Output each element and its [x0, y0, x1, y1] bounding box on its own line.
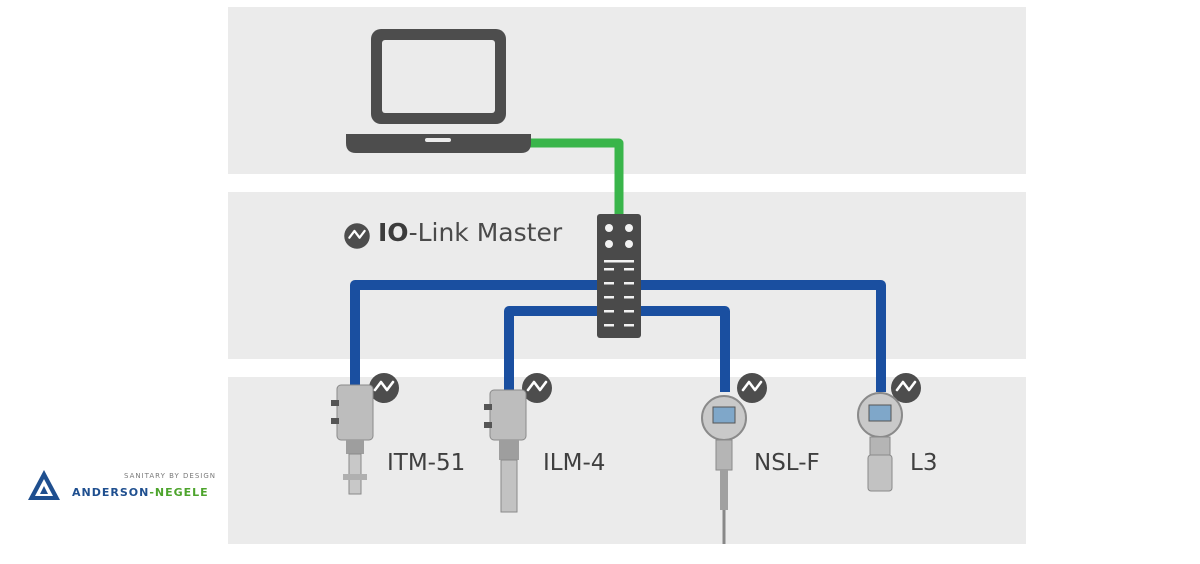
io-link-master-label-rest: -Link Master	[408, 218, 563, 247]
anderson-negele-logo-icon	[28, 470, 60, 500]
logo-brand: ANDERSON-NEGELE	[72, 486, 209, 499]
cable-l3	[638, 280, 886, 392]
io-link-master-label-bold: IO	[378, 218, 409, 247]
device-itm-51-icon	[331, 384, 374, 495]
device-label-ilm-4: ILM-4	[543, 450, 606, 476]
device-label-nsl-f: NSL-F	[754, 450, 820, 476]
device-nsl-f-icon	[701, 395, 747, 544]
logo-brand-part2: NEGELE	[154, 486, 209, 499]
anderson-negele-logo: SANITARY BY DESIGN ANDERSON-NEGELE	[26, 470, 216, 510]
cable-ilm-4	[504, 306, 600, 390]
blue-cables	[350, 280, 886, 392]
device-label-l3: L3	[910, 450, 938, 476]
cable-nsl-f	[638, 306, 730, 392]
cable-itm-51	[350, 280, 600, 390]
io-link-master-hub-icon	[597, 214, 641, 338]
device-l3-icon	[857, 392, 903, 492]
io-link-master-label: IO-Link Master	[378, 218, 562, 247]
io-link-icon-title	[343, 222, 371, 250]
logo-brand-sep: -	[149, 486, 155, 499]
io-link-icon-nsl-f	[735, 371, 769, 405]
logo-brand-part1: ANDERSON	[72, 486, 150, 499]
logo-tagline: SANITARY BY DESIGN	[124, 472, 217, 480]
laptop-icon	[346, 29, 531, 153]
device-label-itm-51: ITM-51	[387, 450, 466, 476]
device-ilm-4-icon	[484, 389, 527, 513]
green-cable	[528, 138, 624, 218]
